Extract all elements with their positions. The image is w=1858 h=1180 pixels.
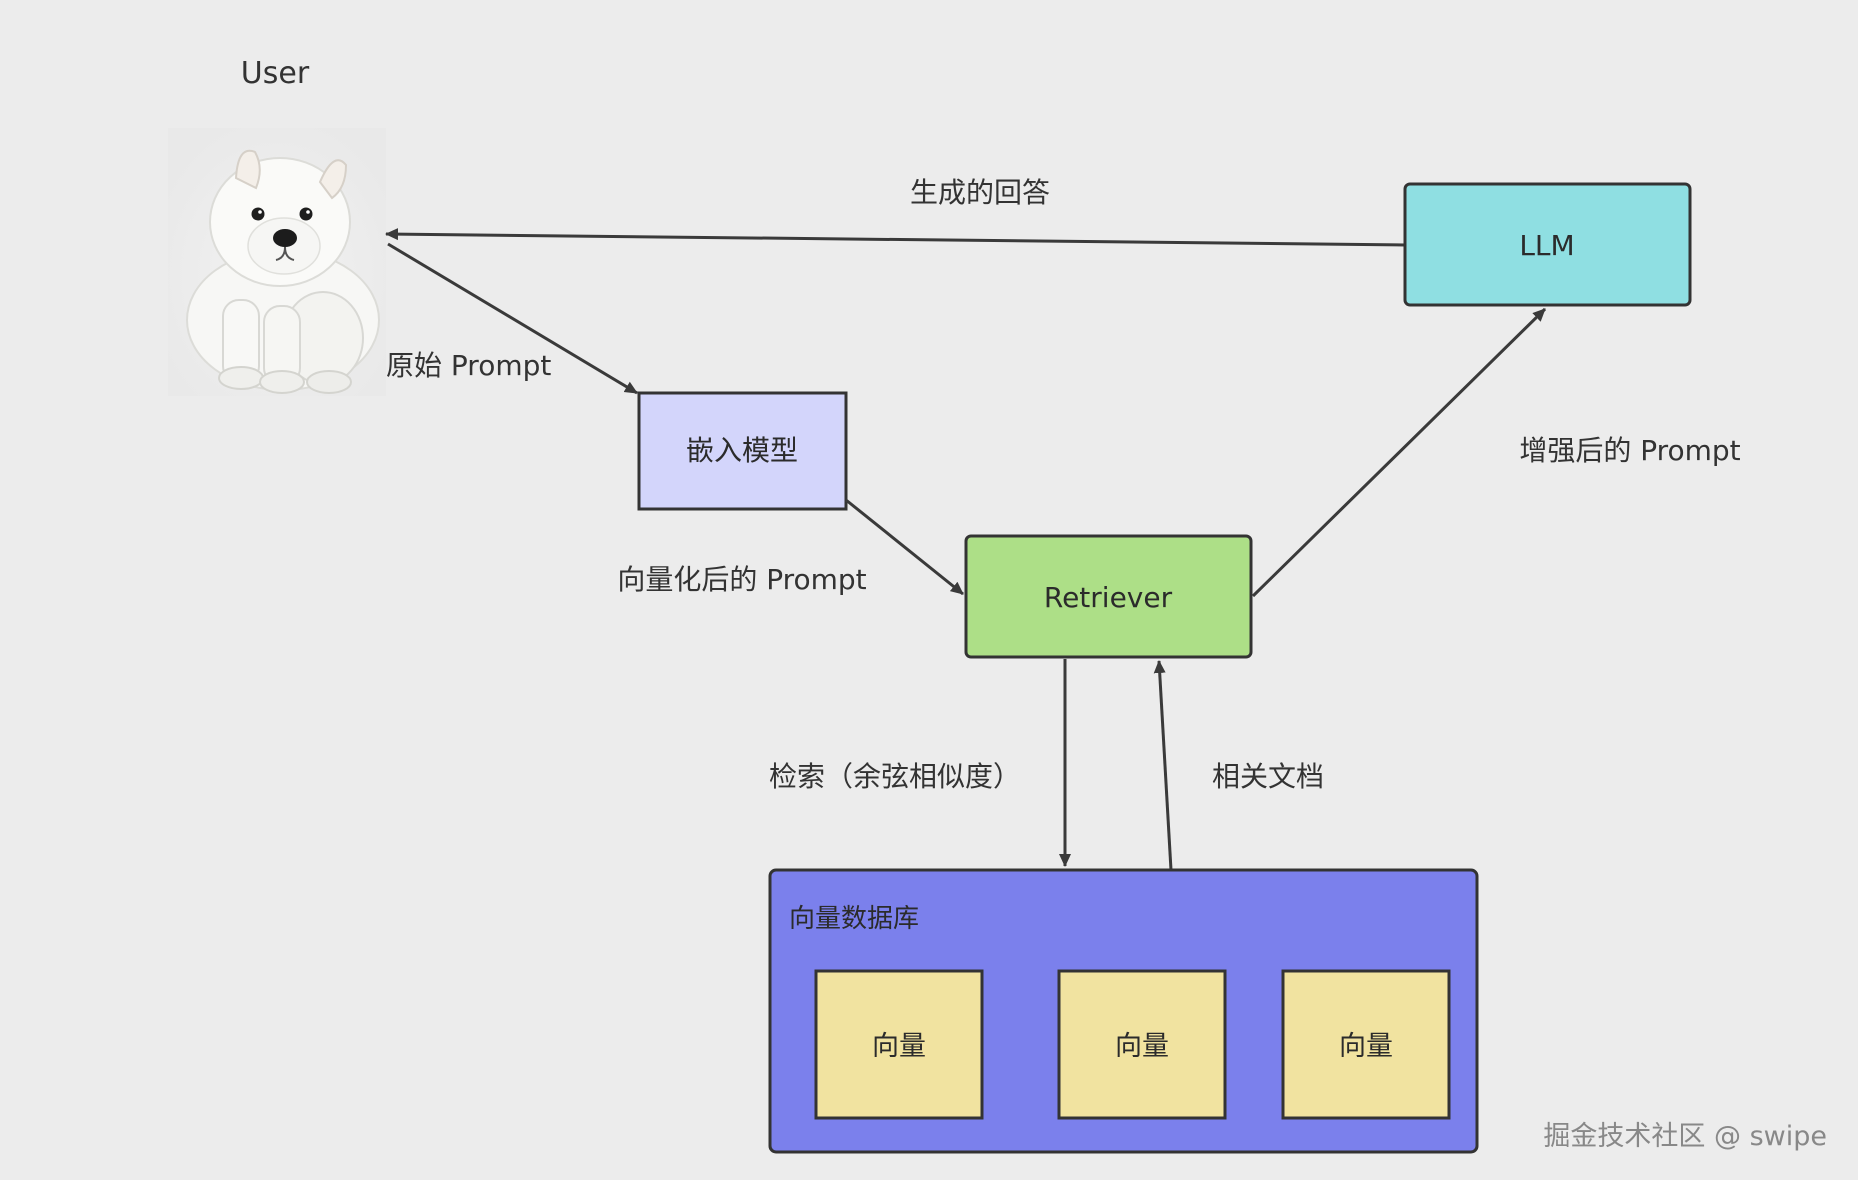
retriever-node: Retriever bbox=[964, 534, 1253, 659]
embedding-model-label: 嵌入模型 bbox=[686, 434, 798, 467]
arrow-vectordb-to-retriever bbox=[1153, 660, 1173, 871]
vector-item: 向量 bbox=[1281, 969, 1451, 1120]
edge-label-vectorized-prompt: 向量化后的 Prompt bbox=[617, 563, 866, 596]
vector-item-label: 向量 bbox=[872, 1031, 926, 1062]
vector-item: 向量 bbox=[814, 969, 984, 1120]
edge-label-augmented-prompt: 增强后的 Prompt bbox=[1519, 434, 1740, 467]
embedding-model-node: 嵌入模型 bbox=[637, 391, 848, 511]
watermark: 掘金技术社区 @ swipe bbox=[1543, 1121, 1827, 1152]
llm-node: LLM bbox=[1403, 182, 1692, 307]
edge-label-generated-answer: 生成的回答 bbox=[910, 176, 1050, 209]
vector-item-label: 向量 bbox=[1339, 1031, 1393, 1062]
vector-db-node: 向量数据库 向量 向量 向量 bbox=[768, 868, 1479, 1154]
vector-item: 向量 bbox=[1057, 969, 1227, 1120]
user-avatar bbox=[168, 128, 386, 396]
llm-label: LLM bbox=[1519, 229, 1574, 262]
vector-db-title: 向量数据库 bbox=[789, 904, 919, 934]
arrow-llm-to-user bbox=[385, 228, 1406, 247]
vector-item-label: 向量 bbox=[1115, 1031, 1169, 1062]
edge-label-search-cosine: 检索（余弦相似度） bbox=[769, 760, 1021, 793]
arrow-embedding-to-retriever bbox=[845, 498, 964, 596]
user-label: User bbox=[241, 56, 310, 91]
edge-label-original-prompt: 原始 Prompt bbox=[386, 349, 551, 382]
edge-label-related-docs: 相关文档 bbox=[1212, 760, 1324, 793]
retriever-label: Retriever bbox=[1044, 581, 1173, 614]
arrow-user-to-embedding bbox=[387, 242, 638, 395]
arrow-retriever-to-llm bbox=[1251, 307, 1547, 598]
